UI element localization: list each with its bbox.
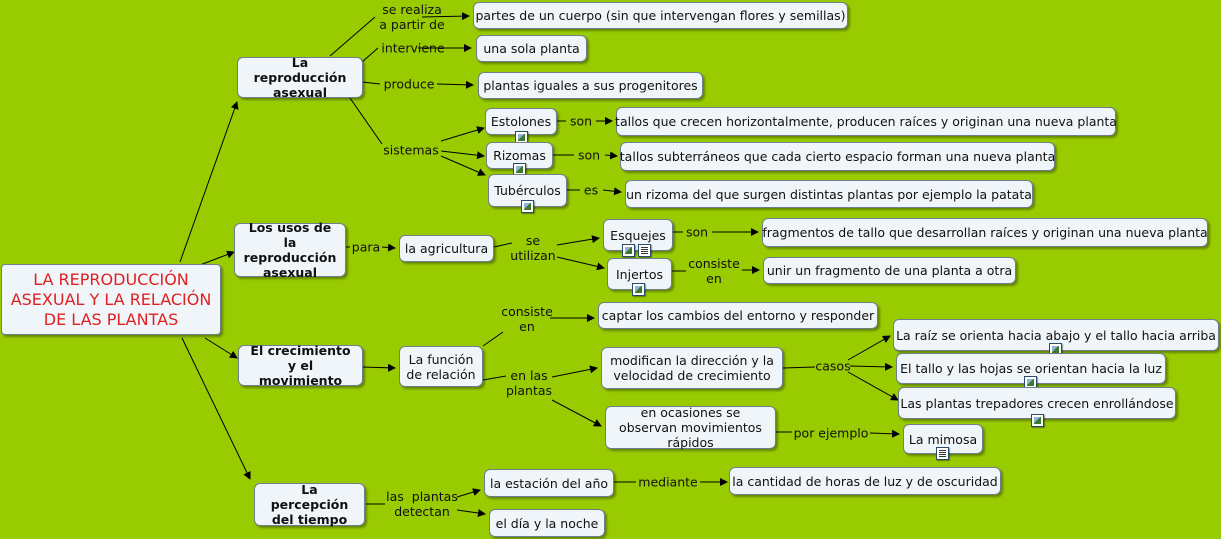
concept-estacion[interactable]: la estación del año: [484, 469, 614, 497]
image-icon[interactable]: [632, 283, 645, 296]
link-son-esquejes: son: [685, 224, 709, 240]
link-se-realiza: se realiza a partir de: [379, 2, 445, 32]
concept-funcion-relacion[interactable]: La función de relación: [399, 346, 483, 387]
concept-reproduccion-asexual[interactable]: La reproducción asexual: [237, 55, 363, 100]
concept-movimientos-rapidos[interactable]: en ocasiones se observan movimientos ráp…: [605, 405, 776, 450]
link-son-estolones: son: [569, 113, 593, 129]
concept-trepadoras[interactable]: Las plantas trepadores crecen enrollándo…: [898, 387, 1176, 419]
link-son-rizomas: son: [577, 147, 601, 163]
concept-horas-luz[interactable]: la cantidad de horas de luz y de oscurid…: [729, 467, 1001, 495]
concept-tallo-hojas[interactable]: El tallo y las hojas se orientan hacia l…: [896, 353, 1166, 384]
concept-rizomas[interactable]: Rizomas: [486, 142, 553, 169]
concept-esquejes-def[interactable]: fragmentos de tallo que desarrollan raíc…: [762, 218, 1208, 247]
concept-percepcion[interactable]: La percepción del tiempo: [254, 482, 365, 527]
image-icon[interactable]: [622, 244, 635, 257]
concept-partes-cuerpo[interactable]: partes de un cuerpo (sin que intervengan…: [473, 2, 848, 29]
link-se-utilizan: se utilizan: [510, 233, 556, 263]
concept-usos[interactable]: Los usos de la reproducción asexual: [234, 220, 346, 280]
root-concept[interactable]: LA REPRODUCCIÓN ASEXUAL Y LA RELACIÓN DE…: [1, 264, 221, 335]
link-para: para: [351, 239, 381, 255]
concept-captar[interactable]: captar los cambios del entorno y respond…: [598, 302, 878, 329]
concept-estolones[interactable]: Estolones: [485, 108, 557, 135]
concept-tuberculos-def[interactable]: un rizoma del que surgen distintas plant…: [625, 180, 1033, 208]
link-en-las-plantas: en las plantas: [505, 368, 553, 398]
concept-dia-noche[interactable]: el día y la noche: [489, 509, 605, 537]
link-detectan: las plantas detectan: [386, 489, 458, 519]
link-casos: casos: [815, 358, 851, 374]
concept-rizomas-def[interactable]: tallos subterráneos que cada cierto espa…: [620, 142, 1055, 171]
concept-tuberculos[interactable]: Tubérculos: [488, 174, 567, 207]
link-interviene: interviene: [381, 40, 445, 56]
link-produce: produce: [383, 76, 435, 92]
concept-estolones-def[interactable]: tallos que crecen horizontalmente, produ…: [615, 107, 1117, 136]
concept-sola-planta[interactable]: una sola planta: [476, 35, 587, 62]
concept-mimosa[interactable]: La mimosa: [903, 424, 983, 454]
concept-injertos-def[interactable]: unir un fragmento de una planta a otra: [763, 257, 1016, 284]
link-es: es: [583, 182, 599, 198]
image-icon[interactable]: [521, 200, 534, 213]
concept-crecimiento[interactable]: El crecimiento y el movimiento: [238, 343, 363, 388]
concept-agricultura[interactable]: la agricultura: [399, 235, 494, 262]
image-icon[interactable]: [1031, 414, 1044, 427]
link-por-ejemplo: por ejemplo: [793, 425, 869, 441]
link-consiste-injertos: consiste en: [688, 256, 740, 286]
concept-plantas-iguales[interactable]: plantas iguales a sus progenitores: [478, 72, 703, 99]
document-icon[interactable]: [936, 447, 949, 460]
document-icon[interactable]: [638, 244, 651, 257]
link-mediante: mediante: [638, 474, 698, 490]
link-sistemas: sistemas: [383, 142, 439, 158]
link-consiste-funcion: consiste en: [501, 304, 553, 334]
concept-modifican[interactable]: modifican la dirección y la velocidad de…: [601, 347, 783, 389]
